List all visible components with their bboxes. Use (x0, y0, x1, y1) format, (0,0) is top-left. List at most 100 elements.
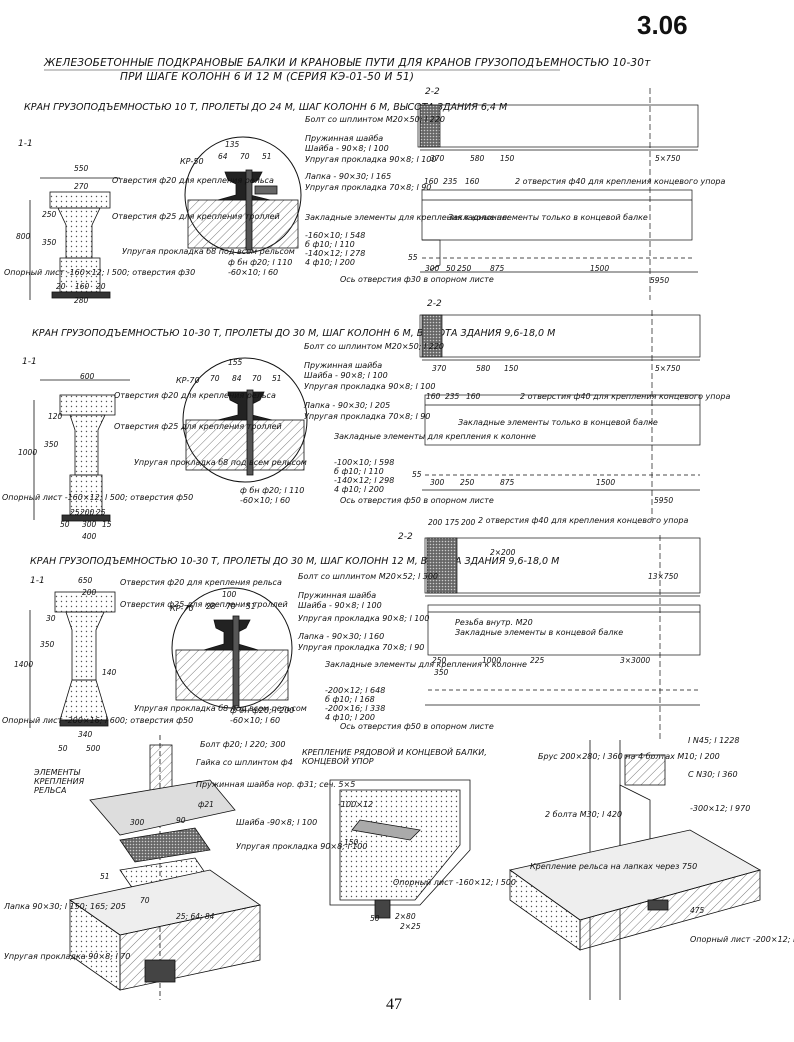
document-title-line1: ЖЕЛЕЗОБЕТОННЫЕ ПОДКРАНОВЫЕ БАЛКИ И КРАНО… (44, 57, 651, 69)
section3-rail-type: КР-70 (170, 604, 194, 613)
s1-dim: 160 (75, 282, 90, 291)
s1-dim: 800 (16, 232, 31, 241)
s2-label-axis: Ось отверстия ф50 в опорном листе (340, 496, 494, 505)
s1-dim: 51 (262, 152, 272, 161)
s2-label-support-plate: Опорный лист -160×12; l 500; отверстия ф… (2, 493, 194, 502)
section3-cut-1-1: 1-1 (30, 576, 45, 586)
s2-dim: 160 (466, 392, 481, 401)
s2-dim: 300 (82, 520, 97, 529)
s3-label-stop-holes: 2 отверстия ф40 для крепления концевого … (478, 516, 689, 525)
s3-label-trolley-holes: Отверстия ф25 для крепления троллей (120, 600, 288, 609)
s2-dim: 200 (80, 508, 95, 517)
s2-dim: 84 (232, 374, 242, 383)
fast-label-plate: -100×12 (338, 800, 374, 809)
s2-label-pad-under-rail: Упругая прокладка б8 под всем рельсом (134, 458, 307, 467)
s3-dim: 225 (530, 656, 545, 665)
s3-dim: 650 (78, 576, 93, 585)
s2-dim: 70 (210, 374, 220, 383)
s3-label-emb1: -200×12; l 648 (325, 686, 386, 695)
s3-dim: 200 (461, 518, 476, 527)
el-dim: 300 (130, 818, 145, 827)
s2-label-clamp: Лапка - 90×30; l 205 (304, 401, 391, 410)
elements-title: ЭЛЕМЕНТЫ КРЕПЛЕНИЯ РЕЛЬСА (34, 768, 85, 795)
section2-cut-2-2: 2-2 (427, 299, 442, 309)
el-label-nut: Гайка со шплинтом ф4 (196, 758, 293, 767)
s3-dim: 200 (82, 588, 97, 597)
s1-dim: 350 (42, 238, 57, 247)
s3-dim: 500 (86, 744, 101, 753)
s2-dim: 51 (272, 374, 282, 383)
s2-dim: 25 (70, 508, 80, 517)
s1-dim: 20 (56, 282, 66, 291)
s1-label-pad: Упругая прокладка 90×8; l 100 (305, 155, 437, 164)
s2-label-embedded: Закладные элементы для крепления к колон… (334, 432, 536, 441)
section1-title: КРАН ГРУЗОПОДЪЕМНОСТЬЮ 10 Т, ПРОЛЕТЫ ДО … (24, 102, 508, 113)
s3-label-axis: Ось отверстия ф50 в опорном листе (340, 722, 494, 731)
s2-label-pad: Упругая прокладка 90×8; l 100 (304, 382, 436, 391)
s1-dim: 370 (430, 154, 445, 163)
s3-dim: 200 (428, 518, 443, 527)
s2-dim: 1000 (18, 448, 38, 457)
el-dim: 70 (140, 896, 150, 905)
s3-label-spring-washer: Пружинная шайба (298, 591, 377, 600)
el-dim: ф21 (198, 800, 214, 809)
fast-dim: 2×25 (400, 922, 421, 931)
section1-cut-2-2: 2-2 (425, 87, 440, 97)
s3-label-pad-under-rail: Упругая прокладка б8 под всем рельсом (134, 704, 307, 713)
stop-dim: 475 (690, 906, 705, 915)
s1-label-support-plate: Опорный лист -160×12; l 500; отверстия ф… (4, 268, 196, 277)
section2-cut-1-1: 1-1 (22, 357, 37, 367)
s2-dim: 5×750 (655, 364, 681, 373)
s3-label-pad: Упругая прокладка 90×8; l 100 (298, 614, 430, 623)
s1-dim: 1500 (590, 264, 610, 273)
s2-label-rail-holes: Отверстия ф20 для крепления рельса (114, 391, 276, 400)
fast-dim: 2×80 (395, 912, 416, 921)
s1-dim: 5950 (650, 276, 670, 285)
section2-title: КРАН ГРУЗОПОДЪЕМНОСТЬЮ 10-30 Т, ПРОЛЕТЫ … (32, 328, 556, 339)
s2-label-bolt: Болт со шплинтом М20×50; l 220 (304, 342, 444, 351)
section1-cut-1-1: 1-1 (18, 139, 33, 149)
s1-dim: 160 (465, 177, 480, 186)
s1-label-trolley-holes: Отверстия ф25 для крепления троллей (112, 212, 280, 221)
s1-label-axis: Ось отверстия ф30 в опорном листе (340, 275, 494, 284)
s2-label-emb1: -100×10; l 598 (334, 458, 395, 467)
s2-dim: 875 (500, 478, 515, 487)
s2-label-pad2: Упругая прокладка 70×8; l 90 (304, 412, 431, 421)
s1-label-washer: Шайба - 90×8; l 100 (305, 144, 389, 153)
s3-dim: 30 (46, 614, 56, 623)
s2-label-washer: Шайба - 90×8; l 100 (304, 371, 388, 380)
s1-label-embedded: Закладные элементы для крепления к колон… (305, 213, 510, 222)
s3-dim: 340 (78, 730, 93, 739)
s3-dim: 2×200 (490, 548, 516, 557)
s1-label-spring-washer: Пружинная шайба (305, 134, 384, 143)
s2-dim: 25 (96, 508, 106, 517)
s2-dim: 160 (426, 392, 441, 401)
sheet-number: 3.06 (637, 10, 688, 40)
s2-dim: 370 (432, 364, 447, 373)
s1-dim: 5×750 (655, 154, 681, 163)
s1-dim: 300 (425, 264, 440, 273)
s3-dim: 250 (432, 656, 447, 665)
s2-dim: 150 (504, 364, 519, 373)
el-label-spring-washer: Пружинная шайба нор. ф31; сеч. 5×5 (196, 780, 356, 789)
section3-title: КРАН ГРУЗОПОДЪЕМНОСТЬЮ 10-30 Т, ПРОЛЕТЫ … (30, 556, 560, 567)
s2-dim: 350 (44, 440, 59, 449)
s2-dim: 300 (430, 478, 445, 487)
s1-label-stop-holes: 2 отверстия ф40 для крепления концевого … (515, 177, 726, 186)
s3-dim: 51 (246, 602, 256, 611)
s2-dim: 5950 (654, 496, 674, 505)
s1-dim: 270 (74, 182, 89, 191)
s2-label-plate: -60×10; l 60 (240, 496, 291, 505)
fast-dim: 150 (344, 838, 359, 847)
s3-dim: 175 (445, 518, 460, 527)
s1-label-end-embedded: Закладные элементы только в концевой бал… (448, 213, 648, 222)
s3-label-embedded: Закладные элементы для крепления к колон… (325, 660, 527, 669)
s1-dim: 20 (96, 282, 106, 291)
s3-dim: 3×3000 (620, 656, 651, 665)
s1-dim: 160 (424, 177, 439, 186)
s2-dim: 580 (476, 364, 491, 373)
s1-dim: 70 (240, 152, 250, 161)
s2-label-trolley-holes: Отверстия ф25 для крепления троллей (114, 422, 282, 431)
s1-dim: 150 (500, 154, 515, 163)
s3-label-plate: -60×10; l 60 (230, 716, 281, 725)
